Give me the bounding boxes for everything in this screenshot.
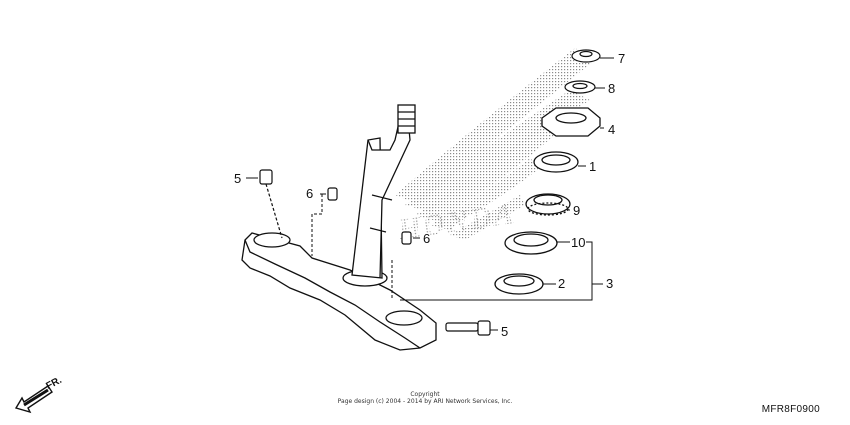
callout-6-lower: 6: [423, 231, 431, 246]
lock-nut-7: [571, 49, 601, 63]
bolt-5-upper: [259, 169, 283, 239]
callout-9: 9: [573, 203, 581, 218]
front-direction-arrow-icon: [14, 385, 53, 414]
bolt-5-lower: [445, 320, 491, 336]
callout-8: 8: [608, 81, 616, 96]
callout-2: 2: [558, 276, 566, 291]
callout-6-upper: 6: [306, 186, 314, 201]
callout-1: 1: [589, 159, 597, 174]
bolt-6-lower: [401, 231, 412, 245]
steering-stem: [241, 104, 437, 351]
callout-10: 10: [571, 235, 586, 250]
bearing-9: [525, 193, 571, 216]
bolt-6-upper: [327, 187, 338, 201]
race-1: [533, 151, 579, 173]
copyright-title: Copyright: [410, 391, 440, 398]
callout-4: 4: [608, 122, 616, 137]
leader-lines: [246, 57, 614, 331]
diagram-code: MFR8F0900: [761, 404, 820, 415]
dust-seal-2: [494, 273, 544, 295]
copyright-text: Page design (c) 2004 - 2014 by ARI Netwo…: [337, 398, 513, 405]
dust-seal-4: [541, 107, 601, 137]
lock-washer-8: [564, 80, 596, 94]
honda-wing-watermark: [395, 48, 595, 240]
callout-3: 3: [606, 276, 614, 291]
race-10: [504, 231, 558, 255]
callout-5-upper: 5: [234, 171, 242, 186]
callout-5-lower: 5: [501, 324, 509, 339]
callout-7: 7: [618, 51, 626, 66]
